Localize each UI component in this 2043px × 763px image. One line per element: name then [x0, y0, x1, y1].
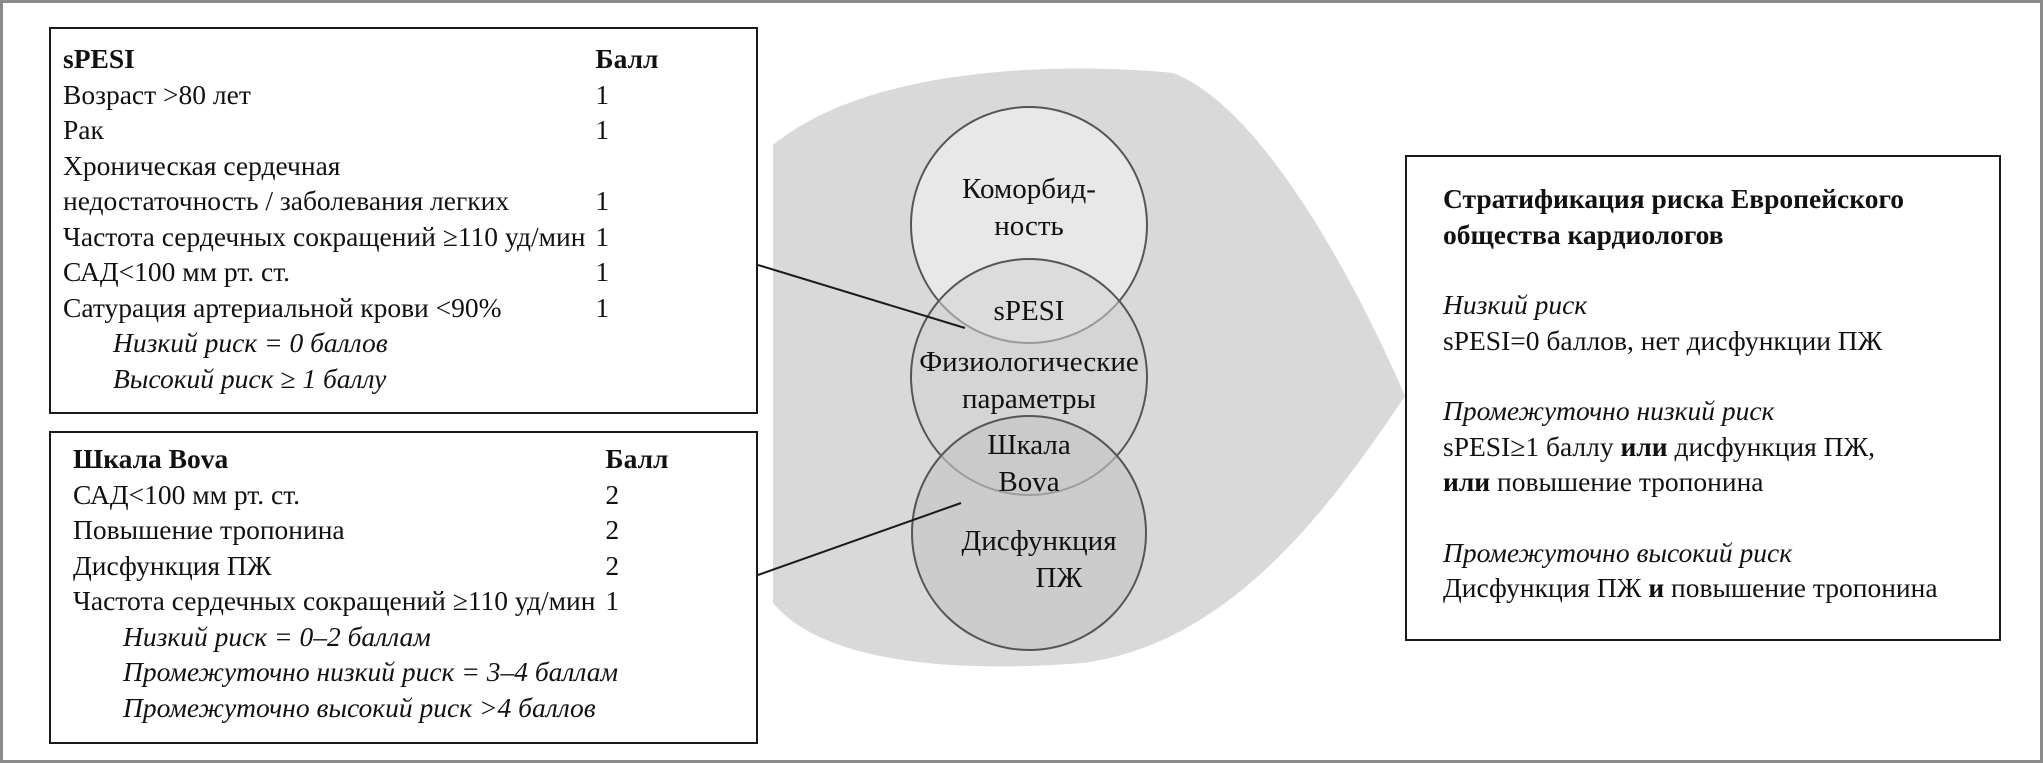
bova-row-score: 1	[605, 585, 620, 616]
bova-header-row: Шкала Bova Балл	[73, 441, 668, 477]
bova-title: Шкала Bova	[73, 443, 229, 474]
esc-text: повышение тропонина	[1664, 572, 1938, 603]
spesi-row-item: Хроническая сердечная	[63, 149, 341, 181]
rv-dysfunction-label-line: Дисфункция	[961, 525, 1117, 557]
physiological-label: Физиологические параметры	[909, 344, 1149, 418]
esc-title-line: общества кардиологов	[1443, 218, 1724, 250]
spesi-note-row: Высокий риск ≥ 1 баллу	[63, 361, 658, 397]
spesi-row: Рак 1	[63, 112, 658, 148]
spesi-note-row: Низкий риск = 0 баллов	[63, 325, 658, 361]
esc-risk-category: Промежуточно высокий риск	[1443, 536, 1793, 568]
diagram-graphics	[757, 68, 1405, 667]
spesi-row-item: Сатурация артериальной крови <90%	[63, 291, 502, 323]
bova-score-header: Балл	[605, 443, 669, 474]
rv-dysfunction-label-line: ПЖ	[1035, 562, 1083, 594]
bova-row-item: Дисфункция ПЖ	[73, 549, 272, 581]
spesi-row-item: Частота сердечных сокращений ≥110 уд/мин	[63, 220, 586, 252]
spesi-score-header: Балл	[595, 43, 659, 74]
spesi-row: недостаточность / заболевания легких 1	[63, 183, 658, 219]
spesi-row-score: 1	[595, 114, 610, 145]
spesi-header-row: sPESI Балл	[63, 41, 658, 77]
spesi-row: Возраст >80 лет 1	[63, 77, 658, 113]
spesi-title: sPESI	[63, 43, 135, 74]
esc-risk-description-line: sPESI≥1 баллу или дисфункция ПЖ,	[1443, 429, 1989, 465]
spesi-row-score: 1	[595, 78, 610, 110]
esc-risk-description: Дисфункция ПЖ и повышение тропонина	[1443, 570, 1989, 606]
comorbidity-label-line: Коморбид-	[962, 173, 1096, 205]
bova-box	[49, 431, 758, 744]
bova-label: Шкала Bova	[959, 427, 1099, 501]
esc-risk-category: Низкий риск	[1443, 289, 1588, 320]
bova-row-item: Частота сердечных сокращений ≥110 уд/мин	[73, 585, 596, 616]
spesi-label: sPESI	[993, 295, 1065, 327]
bova-note: Низкий риск = 0–2 баллам	[123, 620, 431, 652]
esc-risk-description: sPESI=0 баллов, нет дисфункции ПЖ	[1443, 323, 1989, 359]
spesi-row-score: 1	[595, 291, 610, 323]
esc-risk-box: Стратификация риска Европейского обществ…	[1405, 155, 2001, 641]
spesi-row-score: 1	[595, 185, 610, 216]
bova-note-row: Промежуточно высокий риск >4 баллов	[73, 690, 668, 726]
esc-risk-content: Стратификация риска Европейского обществ…	[1443, 181, 1989, 606]
bova-label-line: Шкала	[987, 429, 1071, 461]
esc-title-line: Стратификация риска Европейского	[1443, 183, 1905, 214]
bova-row-score: 2	[605, 478, 620, 510]
spesi-row-item: недостаточность / заболевания легких	[63, 185, 510, 216]
esc-conjunction: или	[1443, 466, 1491, 497]
spesi-row-item: САД<100 мм рт. ст.	[63, 256, 291, 287]
rv-dysfunction-circle	[911, 415, 1147, 651]
bova-row-item: САД<100 мм рт. ст.	[73, 478, 301, 510]
physiological-label-line: Физиологические	[919, 346, 1139, 378]
bova-row-score: 2	[605, 514, 620, 545]
spesi-note: Низкий риск = 0 баллов	[113, 327, 388, 358]
bova-row: Частота сердечных сокращений ≥110 уд/мин…	[73, 583, 668, 619]
esc-text: Дисфункция ПЖ	[1443, 572, 1649, 603]
esc-text: sPESI=0 баллов, нет дисфункции ПЖ	[1443, 324, 1883, 356]
bova-note-row: Промежуточно низкий риск = 3–4 баллам	[73, 654, 668, 690]
spesi-row-score: 1	[595, 256, 610, 287]
rv-dysfunction-label: Дисфункция ПЖ	[949, 523, 1129, 597]
bova-note: Промежуточно низкий риск = 3–4 баллам	[123, 656, 619, 687]
bova-note: Промежуточно высокий риск >4 баллов	[123, 691, 596, 723]
connector-bova	[757, 502, 962, 576]
bova-row: Дисфункция ПЖ 2	[73, 548, 668, 584]
esc-risk-description: sPESI≥1 баллу или дисфункция ПЖ,или повы…	[1443, 429, 1989, 500]
spesi-row: Хроническая сердечная	[63, 148, 658, 184]
bova-row-score: 2	[605, 549, 620, 581]
spesi-row: Частота сердечных сокращений ≥110 уд/мин…	[63, 219, 658, 255]
comorbidity-label: Коморбид- ность	[949, 171, 1109, 245]
esc-conjunction: и	[1648, 572, 1665, 603]
spesi-box	[49, 27, 758, 414]
esc-text: повышение тропонина	[1490, 466, 1764, 497]
bova-row: САД<100 мм рт. ст. 2	[73, 477, 668, 513]
spesi-row-item: Возраст >80 лет	[63, 78, 251, 110]
bova-row-item: Повышение тропонина	[73, 514, 345, 545]
esc-text: дисфункция ПЖ,	[1667, 430, 1876, 462]
spesi-row-score	[585, 148, 658, 184]
esc-risk-category: Промежуточно низкий риск	[1443, 395, 1775, 426]
spesi-note: Высокий риск ≥ 1 баллу	[113, 362, 387, 394]
physiological-label-line: параметры	[962, 383, 1096, 415]
esc-risk-description-line: или повышение тропонина	[1443, 464, 1989, 500]
bova-label-line: Bova	[998, 466, 1060, 498]
esc-conjunction: или	[1620, 430, 1668, 462]
spesi-row: Сатурация артериальной крови <90% 1	[63, 290, 658, 326]
bova-row: Повышение тропонина 2	[73, 512, 668, 548]
spesi-row: САД<100 мм рт. ст. 1	[63, 254, 658, 290]
bova-note-row: Низкий риск = 0–2 баллам	[73, 619, 668, 655]
spesi-row-item: Рак	[63, 114, 104, 145]
connector-spesi	[757, 264, 966, 329]
esc-risk-description-line: sPESI=0 баллов, нет дисфункции ПЖ	[1443, 323, 1989, 359]
esc-title: Стратификация риска Европейского обществ…	[1443, 181, 1989, 252]
spesi-row-score: 1	[595, 220, 610, 252]
comorbidity-label-line: ность	[994, 210, 1064, 242]
esc-risk-description-line: Дисфункция ПЖ и повышение тропонина	[1443, 570, 1989, 606]
esc-text: sPESI≥1 баллу	[1443, 430, 1621, 462]
